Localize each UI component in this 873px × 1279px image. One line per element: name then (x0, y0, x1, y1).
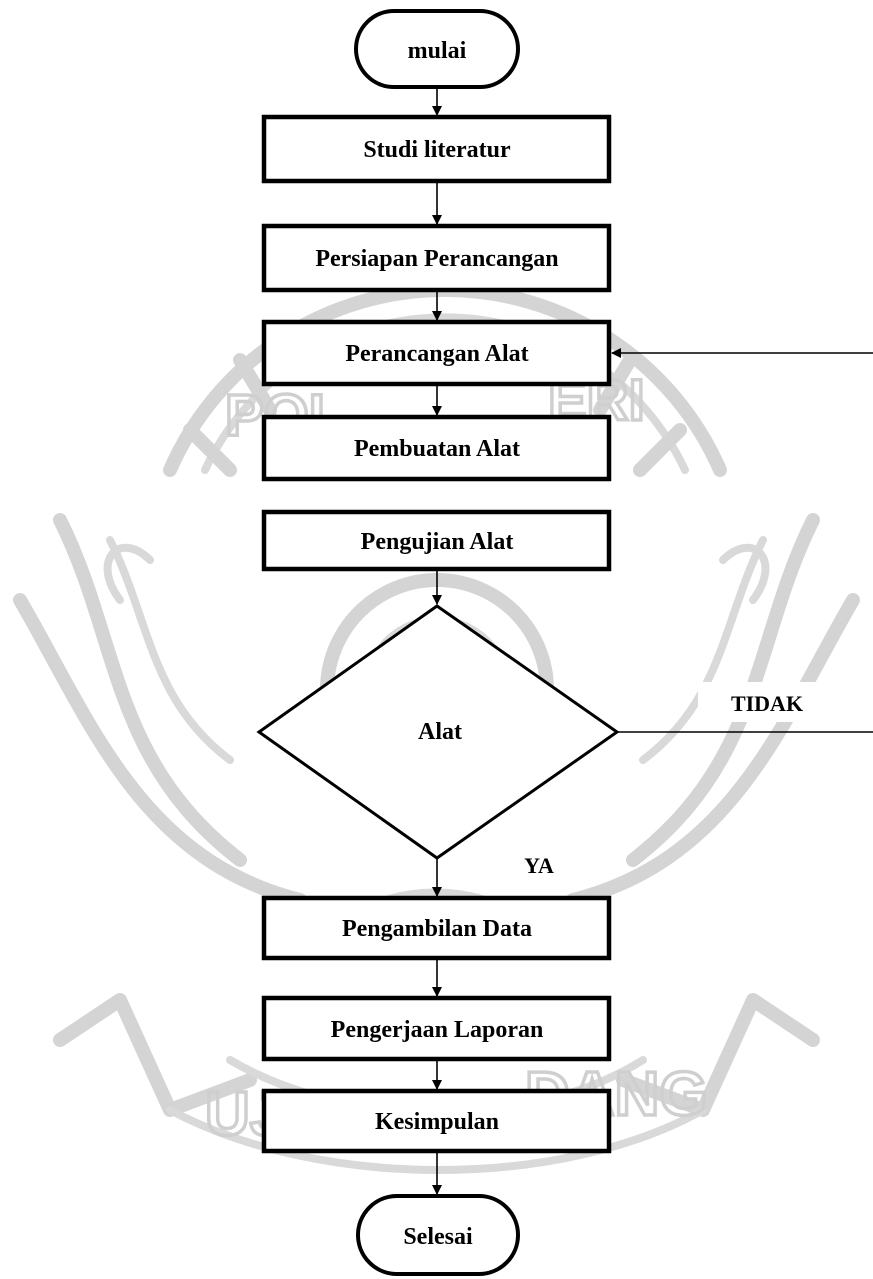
step-label: Pengerjaan Laporan (331, 1017, 544, 1043)
step-pengambilan-data: Pengambilan Data (261, 895, 612, 961)
step-studi-literatur: Studi literatur (261, 114, 612, 184)
step-perancangan-alat: Perancangan Alat (261, 319, 612, 387)
start-terminal: mulai (354, 9, 520, 89)
step-label: Pengambilan Data (342, 916, 532, 942)
step-label: Studi literatur (363, 137, 511, 163)
step-label: Kesimpulan (375, 1109, 499, 1135)
step-pembuatan-alat: Pembuatan Alat (261, 414, 612, 482)
decision-alat: Alat (256, 604, 620, 860)
step-kesimpulan: Kesimpulan (261, 1088, 612, 1154)
tidak-label-box: TIDAK (698, 682, 838, 722)
step-label: Pembuatan Alat (354, 436, 520, 462)
step-label: Pengujian Alat (361, 529, 514, 555)
step-pengerjaan-laporan: Pengerjaan Laporan (261, 995, 612, 1062)
tidak-label: TIDAK (731, 691, 803, 716)
step-persiapan-perancangan: Persiapan Perancangan (261, 223, 612, 293)
step-label: Perancangan Alat (345, 341, 528, 367)
end-label: Selesai (403, 1224, 473, 1250)
step-label: Persiapan Perancangan (315, 246, 558, 272)
ya-label: YA (524, 853, 554, 878)
start-label: mulai (408, 38, 467, 64)
ya-label-box: YA (494, 845, 586, 885)
decision-label: Alat (418, 719, 462, 745)
step-pengujian-alat: Pengujian Alat (261, 509, 612, 572)
end-terminal: Selesai (356, 1194, 520, 1276)
